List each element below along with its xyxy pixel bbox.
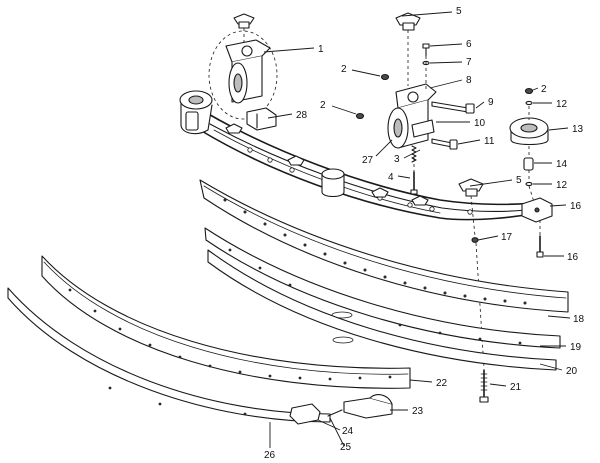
caster-assembly-right [387,83,437,149]
callout-19: 19 [570,342,582,353]
blade-19 [204,227,561,349]
clamp-23 [343,394,393,419]
callout-14: 14 [556,159,568,170]
mount-bracket [246,107,277,131]
callout-12b: 12 [556,180,568,191]
callout-12a: 12 [556,99,568,110]
knob-mid-right [458,178,484,197]
nut-17 [471,237,479,243]
blade-20 [207,249,557,371]
callout-2c: 2 [541,84,547,95]
caster-assembly-left [208,30,278,120]
callout-26: 26 [264,450,276,461]
assembly-centerlines [243,28,541,369]
callout-21: 21 [510,382,522,393]
nut-2-top [380,73,390,81]
blade-22 [41,255,411,389]
blade-26 [7,287,331,423]
callout-28: 28 [296,110,308,121]
callout-1: 1 [318,44,324,55]
callout-5b: 5 [516,175,522,186]
callout-7: 7 [466,57,472,68]
callout-10: 10 [474,118,486,129]
callout-18: 18 [573,314,585,325]
callout-4: 4 [388,172,394,183]
callout-3: 3 [394,154,400,165]
callout-17: 17 [501,232,513,243]
callout-11: 11 [484,136,495,147]
bolt-21 [479,369,489,403]
blade-18 [199,179,569,313]
bolt-11 [431,138,458,150]
callout-22: 22 [436,378,448,389]
leader-lines [263,11,571,448]
callout-16b: 16 [567,252,579,263]
callout-24: 24 [342,426,354,437]
callout-25: 25 [340,442,352,453]
callout-20: 20 [566,366,578,377]
pin-25 [327,409,343,417]
squeegee-frame [199,111,549,221]
bolt-16-lower [536,235,544,258]
callout-5a: 5 [456,6,462,17]
bolt-4 [410,171,418,195]
right-end-bracket [521,197,553,223]
right-roller [509,117,549,146]
callout-16a: 16 [570,201,582,212]
callout-2b: 2 [320,100,326,111]
callout-8: 8 [466,75,472,86]
bolt-6 [422,43,430,57]
callout-13: 13 [572,124,584,135]
callout-9: 9 [488,97,494,108]
frame-post [321,168,345,198]
washer-12 [525,100,533,187]
knob-top-left [233,13,255,29]
callout-labels: 1 2 2 2 5 5 6 7 8 9 10 11 12 12 13 14 16… [264,6,585,461]
callout-6: 6 [466,39,472,50]
bolt-9 [431,101,475,114]
nut-2-right [524,87,534,95]
spacer [523,157,534,171]
nut-2-left [355,112,365,120]
left-bumper-roller [179,90,213,135]
frame-knobs [225,123,429,206]
callout-23: 23 [412,406,424,417]
callout-27: 27 [362,155,374,166]
callout-2a: 2 [341,64,347,75]
clamp-24 [289,403,321,425]
